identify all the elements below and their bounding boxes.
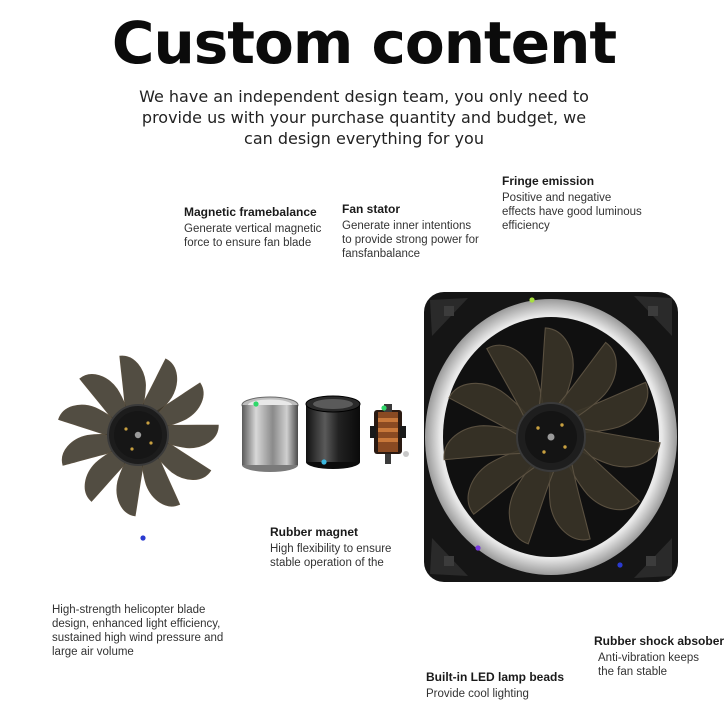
- callout-led-beads: Built-in LED lamp beads Provide cool lig…: [426, 670, 596, 701]
- callout-fringe-emission: Fringe emission Positive and negative ef…: [502, 174, 672, 233]
- callout-line: sustained high wind pressure and: [52, 632, 224, 644]
- subtitle-line: can design everything for you: [244, 129, 484, 148]
- callout-line: Positive and negative: [502, 192, 612, 204]
- callout-line: efficiency: [502, 220, 550, 232]
- callout-line: effects have good luminous: [502, 206, 642, 218]
- callout-rubber-magnet: Rubber magnet High flexibility to ensure…: [270, 525, 440, 570]
- callout-line: design, enhanced light efficiency,: [52, 618, 221, 630]
- callout-title: Fan stator: [342, 202, 401, 216]
- callout-blade: High-strength helicopter blade design, e…: [52, 603, 262, 659]
- pointer-lines: [140, 244, 623, 640]
- callout-title: Magnetic framebalance: [184, 205, 317, 219]
- callout-line: to provide strong power for: [342, 234, 479, 246]
- callout-line: Anti-vibration keeps: [598, 652, 699, 664]
- callout-magnetic-frame: Magnetic framebalance Generate vertical …: [184, 205, 344, 250]
- callout-description: High-strength helicopter blade design, e…: [52, 603, 262, 659]
- callout-line: High-strength helicopter blade: [52, 604, 206, 616]
- callout-line: fansfanbalance: [342, 248, 421, 260]
- subtitle-line: provide us with your purchase quantity a…: [141, 108, 587, 127]
- callout-description: Anti-vibration keeps the fan stable: [594, 651, 726, 679]
- callout-line: Generate vertical magnetic: [184, 223, 322, 235]
- page-title: Custom content: [111, 9, 617, 77]
- callout-rubber-shock: Rubber shock absober Anti-vibration keep…: [594, 634, 726, 679]
- complete-fan: [424, 292, 678, 582]
- callout-description: Positive and negative effects have good …: [502, 191, 672, 233]
- callout-title: Rubber shock absober: [594, 634, 725, 648]
- magnetic-frame-ring: [241, 396, 299, 472]
- subtitle: We have an independent design team, you …: [120, 86, 608, 149]
- callout-description: Generate vertical magnetic force to ensu…: [184, 222, 344, 250]
- fan-stator: [370, 404, 409, 464]
- callout-line: Generate inner intentions: [342, 220, 472, 232]
- callout-title: Built-in LED lamp beads: [426, 670, 565, 684]
- subtitle-line: We have an independent design team, you …: [139, 87, 589, 106]
- callout-description: Provide cool lighting: [426, 687, 596, 701]
- callout-description: High flexibility to ensure stable operat…: [270, 542, 440, 570]
- fan-rotor: [56, 352, 222, 519]
- rubber-magnet-ring: [305, 395, 361, 469]
- callout-title: Rubber magnet: [270, 525, 359, 539]
- callout-line: large air volume: [52, 646, 134, 658]
- callout-line: force to ensure fan blade: [184, 237, 312, 249]
- callout-line: High flexibility to ensure: [270, 543, 392, 555]
- callout-line: Provide cool lighting: [426, 688, 529, 700]
- callout-fan-stator: Fan stator Generate inner intentions to …: [342, 202, 502, 261]
- callout-line: the fan stable: [598, 666, 668, 678]
- callout-title: Fringe emission: [502, 174, 595, 188]
- callout-description: Generate inner intentions to provide str…: [342, 219, 502, 261]
- callout-line: stable operation of the: [270, 557, 384, 569]
